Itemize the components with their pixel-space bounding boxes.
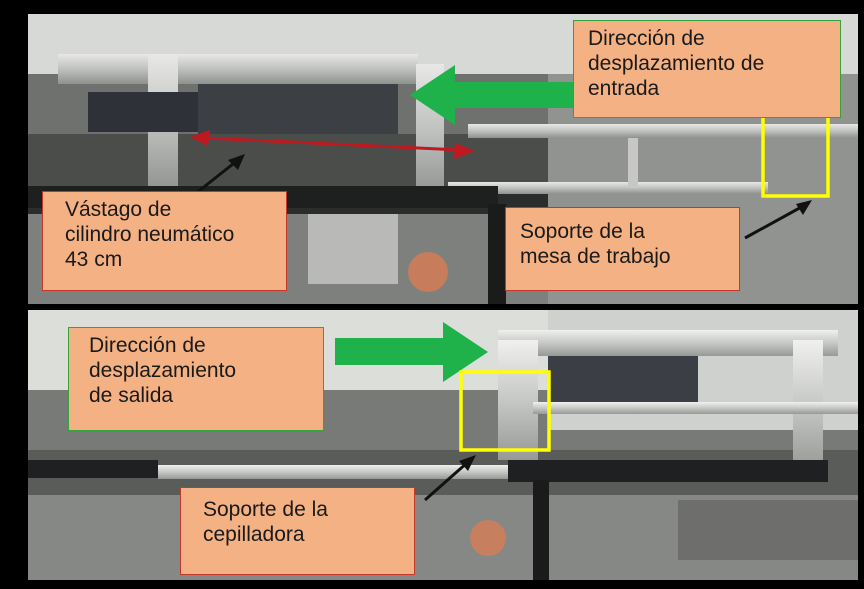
callout-entrada-line-3: entrada xyxy=(588,76,660,100)
callout-mesa-line-2: mesa de trabajo xyxy=(520,244,671,268)
callout-cepilladora-line-2: cepilladora xyxy=(203,522,305,546)
callout-vastago-line-1: Vástago de xyxy=(65,198,172,221)
callout-vastago: Vástago de cilindro neumático 43 cm xyxy=(42,191,287,291)
callout-cepilladora: Soporte de la cepilladora xyxy=(180,487,415,575)
callout-vastago-line-2: cilindro neumático xyxy=(65,222,235,246)
callout-entrada-line-2: desplazamiento de xyxy=(588,51,765,75)
callout-entrada-line-1: Dirección de xyxy=(588,27,705,50)
callout-salida: Dirección de desplazamiento de salida xyxy=(68,327,324,431)
callout-cepilladora-line-1: Soporte de la xyxy=(203,498,328,521)
callout-mesa: Soporte de la mesa de trabajo xyxy=(505,207,740,291)
callout-salida-line-3: de salida xyxy=(89,383,174,407)
callout-salida-line-1: Dirección de xyxy=(89,334,206,357)
callout-salida-line-2: desplazamiento xyxy=(89,358,237,382)
callout-vastago-line-3: 43 cm xyxy=(65,247,123,271)
callout-entrada: Dirección de desplazamiento de entrada xyxy=(573,20,841,118)
callout-mesa-line-1: Soporte de la xyxy=(520,220,645,243)
